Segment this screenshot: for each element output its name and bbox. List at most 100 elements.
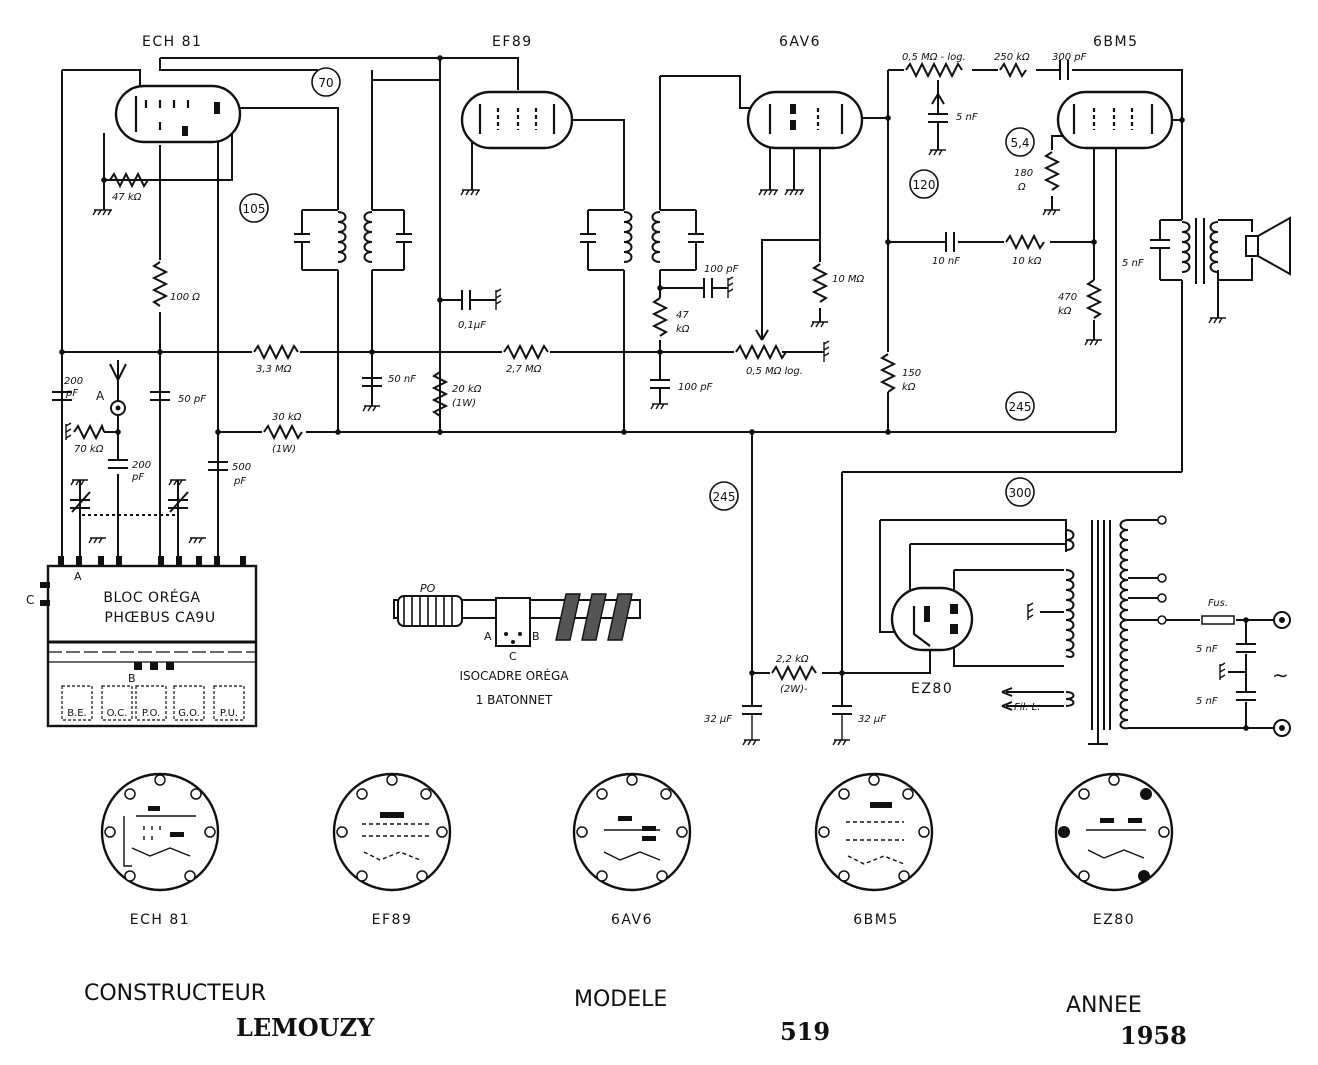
- label-r47k2-b: kΩ: [676, 324, 690, 335]
- base-label-ez80: EZ80: [1093, 912, 1135, 928]
- test-point-245a-label: 245: [713, 490, 736, 504]
- label-r470k-a: 470: [1058, 292, 1077, 303]
- modele-label: MODELE: [574, 987, 667, 1012]
- label-r20k-a: 20 kΩ: [452, 384, 482, 395]
- label-c100pf-b: 100 pF: [678, 382, 713, 393]
- label-r250k: 250 kΩ: [994, 52, 1030, 63]
- junctions: [59, 55, 1249, 731]
- label-c100pf-a: 100 pF: [704, 264, 739, 275]
- constructeur-label: CONSTRUCTEUR: [84, 981, 266, 1006]
- footer: CONSTRUCTEUR LEMOUZY MODELE 519 ANNEE 19…: [84, 981, 1187, 1050]
- antenna-icon: [109, 360, 127, 416]
- base-ef89: [332, 772, 452, 892]
- coils: [337, 211, 1219, 745]
- label-r27m: 2,7 MΩ: [506, 364, 542, 375]
- label-r150k-a: 150: [902, 368, 921, 379]
- label-c5nf-m1: 5 nF: [1196, 644, 1218, 655]
- label-c32a: 32 µF: [704, 714, 732, 725]
- modele-value: 519: [780, 1017, 830, 1046]
- isocadre-line1: ISOCADRE ORÉGA: [459, 668, 569, 683]
- label-r20k-b: (1W): [452, 398, 476, 409]
- base-label-ef89: EF89: [372, 912, 413, 928]
- isocadre-po: PO: [420, 582, 436, 595]
- tube-6av6: [746, 90, 864, 150]
- label-r100: 100 Ω: [170, 292, 200, 303]
- tube-ez80: [890, 586, 974, 652]
- label-c5nf-a: 5 nF: [956, 112, 978, 123]
- base-6av6: [572, 772, 692, 892]
- test-point-105-label: 105: [243, 202, 266, 216]
- test-point-300: [1005, 477, 1035, 507]
- base-6bm5: [814, 772, 934, 892]
- bloc-key-pu: P.U.: [220, 708, 238, 719]
- label-c50nf: 50 nF: [388, 374, 416, 385]
- isocadre-orega: PO A B C ISOCADRE ORÉGA 1 BATONNET: [393, 582, 641, 707]
- label-c500-a: 500: [232, 462, 251, 473]
- bloc-line1: BLOC ORÉGA: [103, 589, 200, 606]
- tube-6bm5: [1056, 90, 1174, 150]
- bloc-pin-b: B: [128, 672, 136, 685]
- label-r150k-b: kΩ: [902, 382, 916, 393]
- test-point-105: [239, 193, 269, 223]
- label-c500-b: pF: [233, 476, 246, 487]
- bloc-key-be: B.E.: [67, 708, 87, 719]
- bloc-line2: PHŒBUS CA9U: [104, 610, 215, 626]
- test-point-120-label: 120: [913, 178, 936, 192]
- bloc-orega: BLOC ORÉGA PHŒBUS CA9U A B C B.E. O.C. P…: [26, 556, 258, 728]
- label-r47k2-a: 47: [676, 310, 689, 321]
- isocadre-b: B: [532, 630, 540, 643]
- label-fus: Fus.: [1208, 598, 1228, 609]
- label-r10m: 10 MΩ: [832, 274, 865, 285]
- test-point-245a: [709, 481, 739, 511]
- tube-ef89: [460, 90, 574, 150]
- label-c200a-a: 200: [64, 376, 83, 387]
- transformer-terminals: [1001, 515, 1291, 737]
- label-pot05: 0,5 MΩ log.: [746, 366, 803, 377]
- annee-value: 1958: [1120, 1021, 1187, 1050]
- label-r180-a: 180: [1014, 168, 1033, 179]
- label-r30k-a: 30 kΩ: [272, 412, 302, 423]
- label-pot05top: 0,5 MΩ - log.: [902, 52, 966, 63]
- base-ech81: [100, 772, 220, 892]
- test-point-54: [1005, 127, 1035, 157]
- label-r10k: 10 kΩ: [1012, 256, 1042, 267]
- label-r470k-b: kΩ: [1058, 306, 1072, 317]
- label-c10nf: 10 nF: [932, 256, 960, 267]
- label-c5nf-m2: 5 nF: [1196, 696, 1218, 707]
- label-c200b-b: pF: [131, 472, 144, 483]
- ground-symbols: [65, 149, 1226, 746]
- tube-ech81: [114, 84, 242, 144]
- bloc-key-oc: O.C.: [107, 708, 128, 719]
- test-point-245b-label: 245: [1009, 400, 1032, 414]
- bloc-pin-a: A: [74, 570, 82, 583]
- bloc-pin-c: C: [26, 593, 34, 607]
- label-r22k-b: (2W)-: [780, 684, 808, 695]
- label-antenna: A: [96, 389, 105, 403]
- speaker-icon: [1245, 216, 1291, 276]
- base-label-ech81: ECH 81: [130, 912, 190, 928]
- label-r47k: 47 kΩ: [112, 192, 142, 203]
- capacitors: [52, 60, 1256, 715]
- test-point-300-label: 300: [1009, 486, 1032, 500]
- label-c300pf: 300 pF: [1052, 52, 1087, 63]
- label-c200a-b: pF: [65, 388, 78, 399]
- test-points: 70 105 120 5,4 245 245 300: [239, 67, 1035, 511]
- resistors: [73, 61, 1103, 682]
- bloc-keys: B.E. O.C. P.O. G.O. P.U.: [61, 685, 245, 721]
- test-point-70-label: 70: [318, 76, 333, 90]
- base-ez80: [1054, 772, 1174, 892]
- test-point-120: [909, 169, 939, 199]
- label-r30k-b: (1W): [272, 444, 296, 455]
- base-label-6bm5: 6BM5: [853, 912, 899, 928]
- bloc-key-go: G.O.: [178, 708, 200, 719]
- label-c50pf: 50 pF: [178, 394, 206, 405]
- label-c5nf-out: 5 nF: [1122, 258, 1144, 269]
- label-c32b: 32 µF: [858, 714, 886, 725]
- test-point-70: [311, 67, 341, 97]
- label-fil: Fil. L.: [1014, 702, 1040, 713]
- label-r180-b: Ω: [1017, 182, 1026, 193]
- constructeur-value: LEMOUZY: [236, 1013, 375, 1042]
- isocadre-a: A: [484, 630, 492, 643]
- label-r70k: 70 kΩ: [74, 444, 104, 455]
